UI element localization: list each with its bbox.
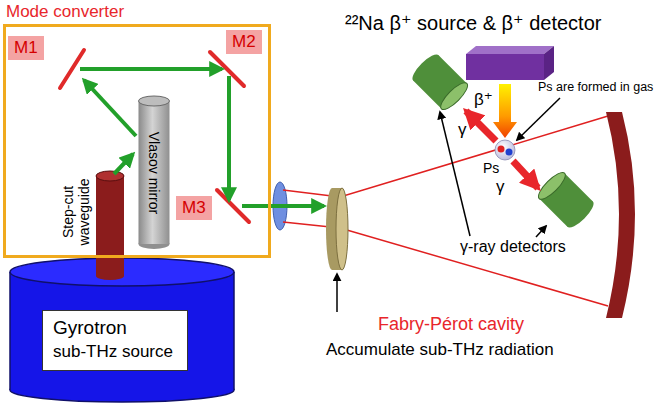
beam-arrow — [80, 69, 324, 206]
gamma-ray-arrow-part — [466, 111, 496, 141]
gamma-label: γ — [458, 120, 467, 140]
leader-arrow-part — [336, 274, 338, 312]
note-label: Ps are formed in gas — [538, 80, 653, 94]
beta-detector-block-part — [544, 46, 554, 80]
component-label: Step-cut waveguide — [60, 176, 92, 248]
component-label: γ-ray detectors — [460, 238, 566, 256]
beta-detector-block-part — [466, 54, 544, 80]
flat-cavity-mirror-part — [336, 188, 348, 270]
leader-arrow-part — [536, 226, 546, 237]
cavity-beam — [283, 116, 608, 306]
gamma-ray-detector-part — [409, 51, 471, 113]
gamma-label: γ — [496, 177, 505, 197]
beam-arrow-part — [242, 204, 324, 208]
gyrotron-body-part — [10, 272, 234, 390]
positronium-atom-part — [498, 146, 505, 153]
box-text: M2 — [232, 32, 256, 52]
gamma-ray-detector-part-part — [413, 55, 467, 109]
beam-arrow-part — [84, 80, 136, 136]
mirror-cylinder-part — [139, 96, 170, 106]
gamma-ray-detector-part-part — [437, 79, 471, 113]
gyrotron-panel: Gyrotron sub-THz source — [42, 310, 188, 371]
cavity-title: Fabry-Pérot cavity — [378, 314, 524, 335]
beta-detector-block-part — [466, 46, 554, 54]
leader-arrow-part — [517, 98, 560, 140]
leader-arrow — [337, 98, 560, 312]
mirror-tag: M1 — [8, 36, 44, 60]
mode-converter-box: Mode converterM1M2Vlasov mirrorM3 — [3, 24, 271, 258]
positronium-atom-part — [495, 140, 515, 160]
beam-arrow-part — [227, 76, 231, 200]
step-cut-waveguide — [96, 171, 124, 280]
positronium-atom-part — [506, 149, 513, 156]
cavity-note: Accumulate sub-THz radiation — [326, 340, 554, 360]
mirror-tag: M3 — [176, 196, 212, 220]
step-cut-waveguide-part — [96, 176, 124, 276]
mirror-cylinder-part — [139, 101, 170, 244]
box-text: Gyrotron — [53, 317, 173, 339]
beam-arrow-part — [114, 154, 133, 174]
beam-arrow-part — [80, 67, 222, 71]
box-text: M3 — [182, 198, 206, 218]
gamma-ray-arrow-part — [513, 161, 538, 188]
positron-arrow — [493, 84, 517, 138]
particle-label: Ps — [483, 160, 499, 176]
box-text: M1 — [14, 38, 38, 58]
gamma-ray-detector-part-part — [539, 173, 593, 227]
gamma-ray-detector — [409, 51, 597, 231]
beta-detector-block — [466, 46, 554, 80]
vlasov-mirror: Vlasov mirror — [138, 95, 170, 250]
step-cut-waveguide-part — [96, 171, 124, 181]
curved-cavity-mirror — [606, 112, 635, 318]
particle-label: β⁺ — [474, 90, 493, 110]
gamma-ray-detector-part — [535, 169, 597, 231]
flat-cavity-mirror — [326, 188, 348, 270]
gyrotron-body-part — [9, 272, 11, 390]
gyrotron-body — [10, 258, 234, 402]
leader-arrow-part — [440, 112, 470, 236]
gamma-ray-arrow — [466, 111, 538, 188]
box-heading: Mode converter — [6, 2, 124, 22]
box-text: Vlasov mirror — [146, 131, 162, 213]
source-label: ²²Na β⁺ source & β⁺ detector — [345, 12, 601, 35]
mirror-tag: M2 — [226, 30, 262, 54]
box-text: sub-THz source — [53, 342, 173, 362]
positronium-atom — [495, 140, 515, 160]
gyrotron-body-part — [233, 272, 235, 390]
